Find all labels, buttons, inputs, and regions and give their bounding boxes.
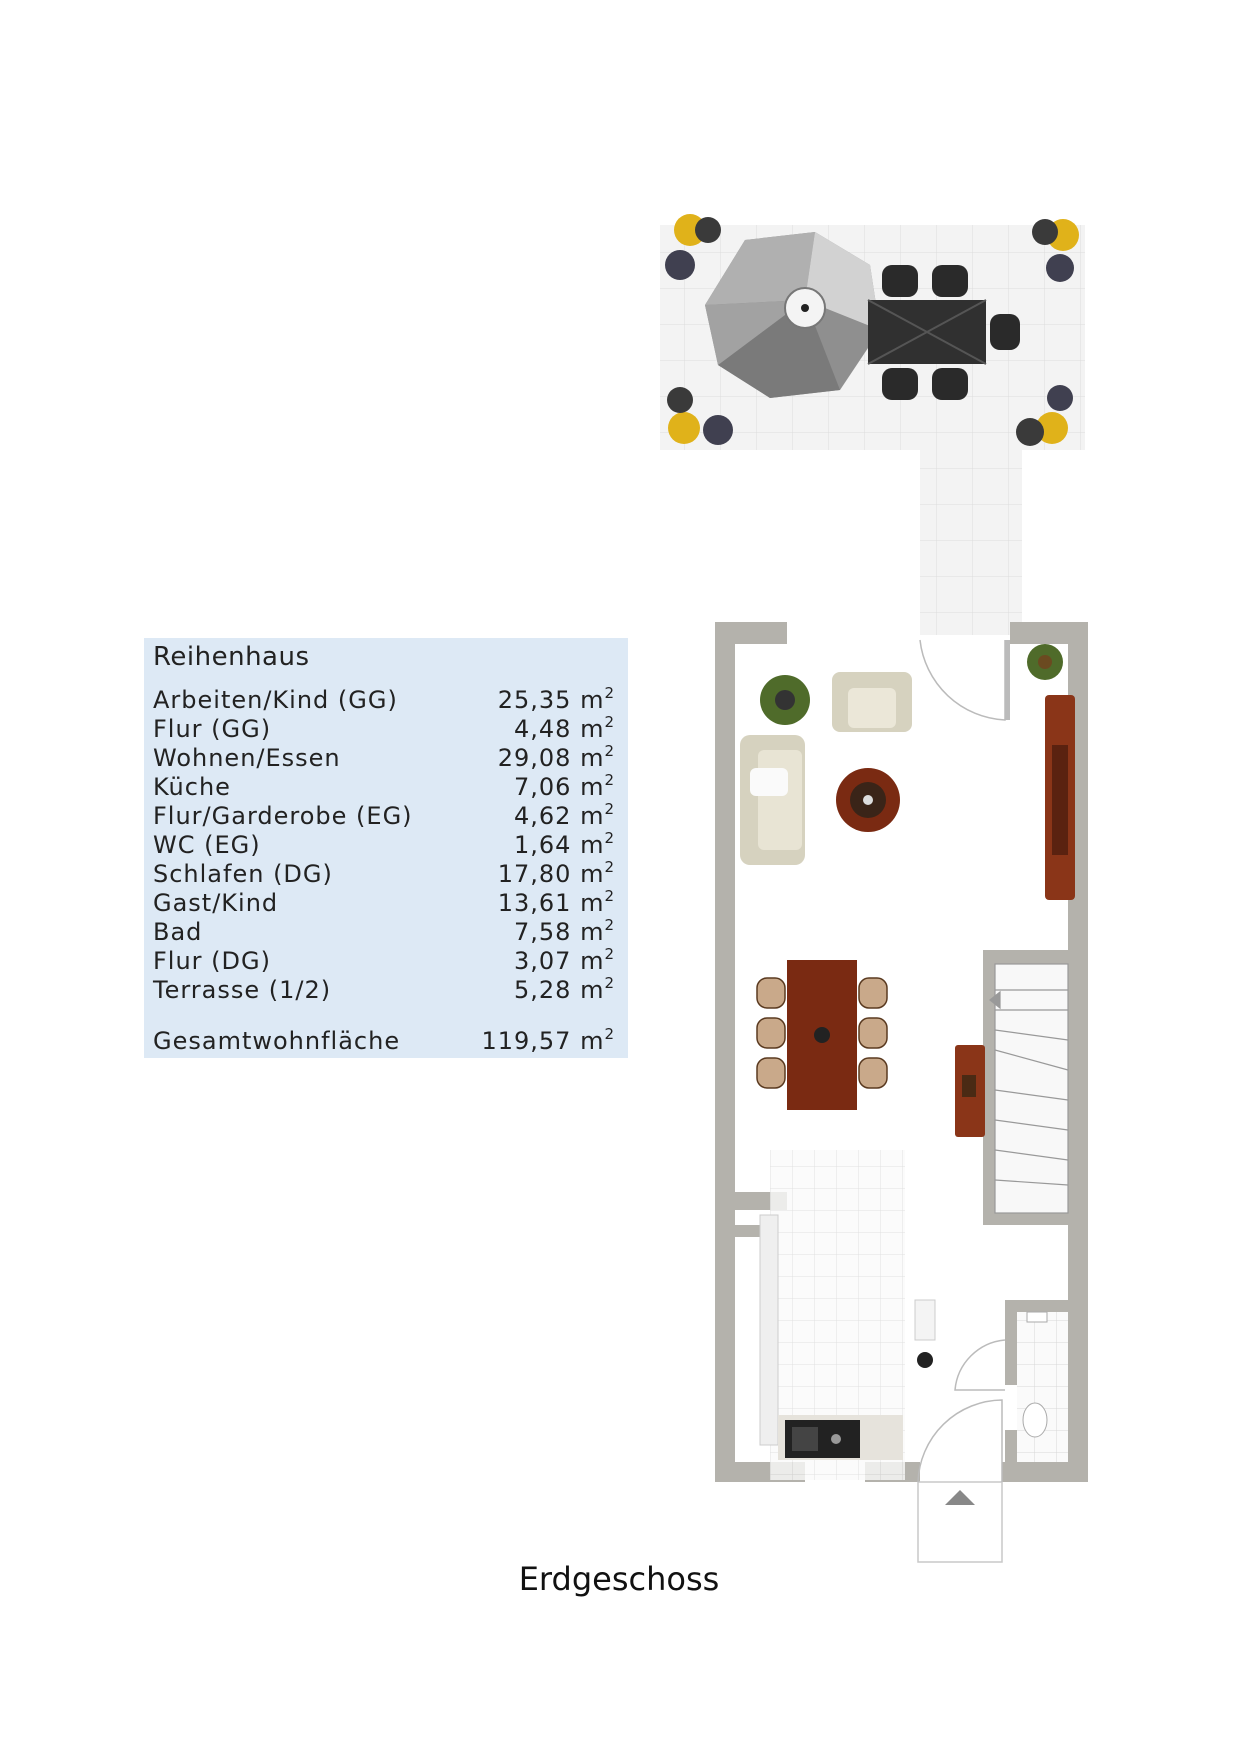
area-row: Gast/Kind 13,61 m2: [153, 887, 615, 918]
room-name: Schlafen (DG): [153, 860, 333, 888]
stove-icon: [914, 1299, 936, 1368]
entrance: [917, 1399, 1003, 1563]
room-area: 5,28 m2: [514, 974, 615, 1004]
room-area: 25,35 m2: [497, 684, 615, 714]
room-name: Flur (GG): [153, 715, 272, 743]
room-name: Flur (DG): [153, 947, 271, 975]
kitchen-sink-icon: [785, 1420, 860, 1458]
room-name: Wohnen/Essen: [153, 744, 341, 772]
room-area: 1,64 m2: [514, 829, 615, 859]
armchair-icon: [832, 672, 912, 732]
staircase-icon: [989, 963, 1069, 1214]
area-row: Flur (DG) 3,07 m2: [153, 945, 615, 976]
room-area: 17,80 m2: [497, 858, 615, 888]
room-area: 4,48 m2: [514, 713, 615, 743]
room-area: 13,61 m2: [497, 887, 615, 917]
walls: [715, 622, 1088, 1482]
area-row: Terrasse (1/2) 5,28 m2: [153, 974, 615, 1005]
room-area: 7,06 m2: [514, 771, 615, 801]
entrance-arrow-icon: [945, 1490, 975, 1505]
area-table-title: Reihenhaus: [153, 642, 310, 672]
plant-icon: [665, 214, 1079, 446]
area-row: Flur (GG) 4,48 m2: [153, 713, 615, 744]
dining-table-icon: [756, 960, 888, 1110]
room-name: Küche: [153, 773, 231, 801]
area-row: Flur/Garderobe (EG) 4,62 m2: [153, 800, 615, 831]
sideboard-icon: [1045, 695, 1075, 900]
room-name: Gast/Kind: [153, 889, 279, 917]
sofa-icon: [740, 735, 805, 865]
room-area: 29,08 m2: [497, 742, 615, 772]
room-name: WC (EG): [153, 831, 261, 859]
area-row: Bad 7,58 m2: [153, 916, 615, 947]
total-area: 119,57 m2: [481, 1025, 615, 1055]
door-swing: [919, 639, 1006, 721]
room-name: Arbeiten/Kind (GG): [153, 686, 398, 714]
room-area: 3,07 m2: [514, 945, 615, 975]
plant-icon: [760, 644, 1063, 725]
wc: [954, 1312, 1068, 1462]
floor-caption: Erdgeschoss: [518, 1560, 720, 1598]
area-row: Küche 7,06 m2: [153, 771, 615, 802]
area-total-row: Gesamtwohnfläche 119,57 m2: [153, 1025, 615, 1056]
terrace-table-icon: [867, 265, 1020, 400]
room-name: Terrasse (1/2): [153, 976, 332, 1004]
room-name: Flur/Garderobe (EG): [153, 802, 413, 830]
garden-path: [920, 440, 1022, 635]
room-name: Bad: [153, 918, 203, 946]
area-row: Schlafen (DG) 17,80 m2: [153, 858, 615, 889]
room-area: 4,62 m2: [514, 800, 615, 830]
area-row: Arbeiten/Kind (GG) 25,35 m2: [153, 684, 615, 715]
terrace-umbrella-icon: [705, 232, 880, 398]
area-row: Wohnen/Essen 29,08 m2: [153, 742, 615, 773]
coffee-table-icon: [836, 768, 900, 832]
toilet-icon: [1022, 1311, 1048, 1438]
area-table: Reihenhaus Arbeiten/Kind (GG) 25,35 m2 F…: [144, 638, 628, 1058]
sideboard-icon: [955, 1045, 985, 1137]
room-area: 7,58 m2: [514, 916, 615, 946]
total-label: Gesamtwohnfläche: [153, 1027, 401, 1055]
area-row: WC (EG) 1,64 m2: [153, 829, 615, 860]
